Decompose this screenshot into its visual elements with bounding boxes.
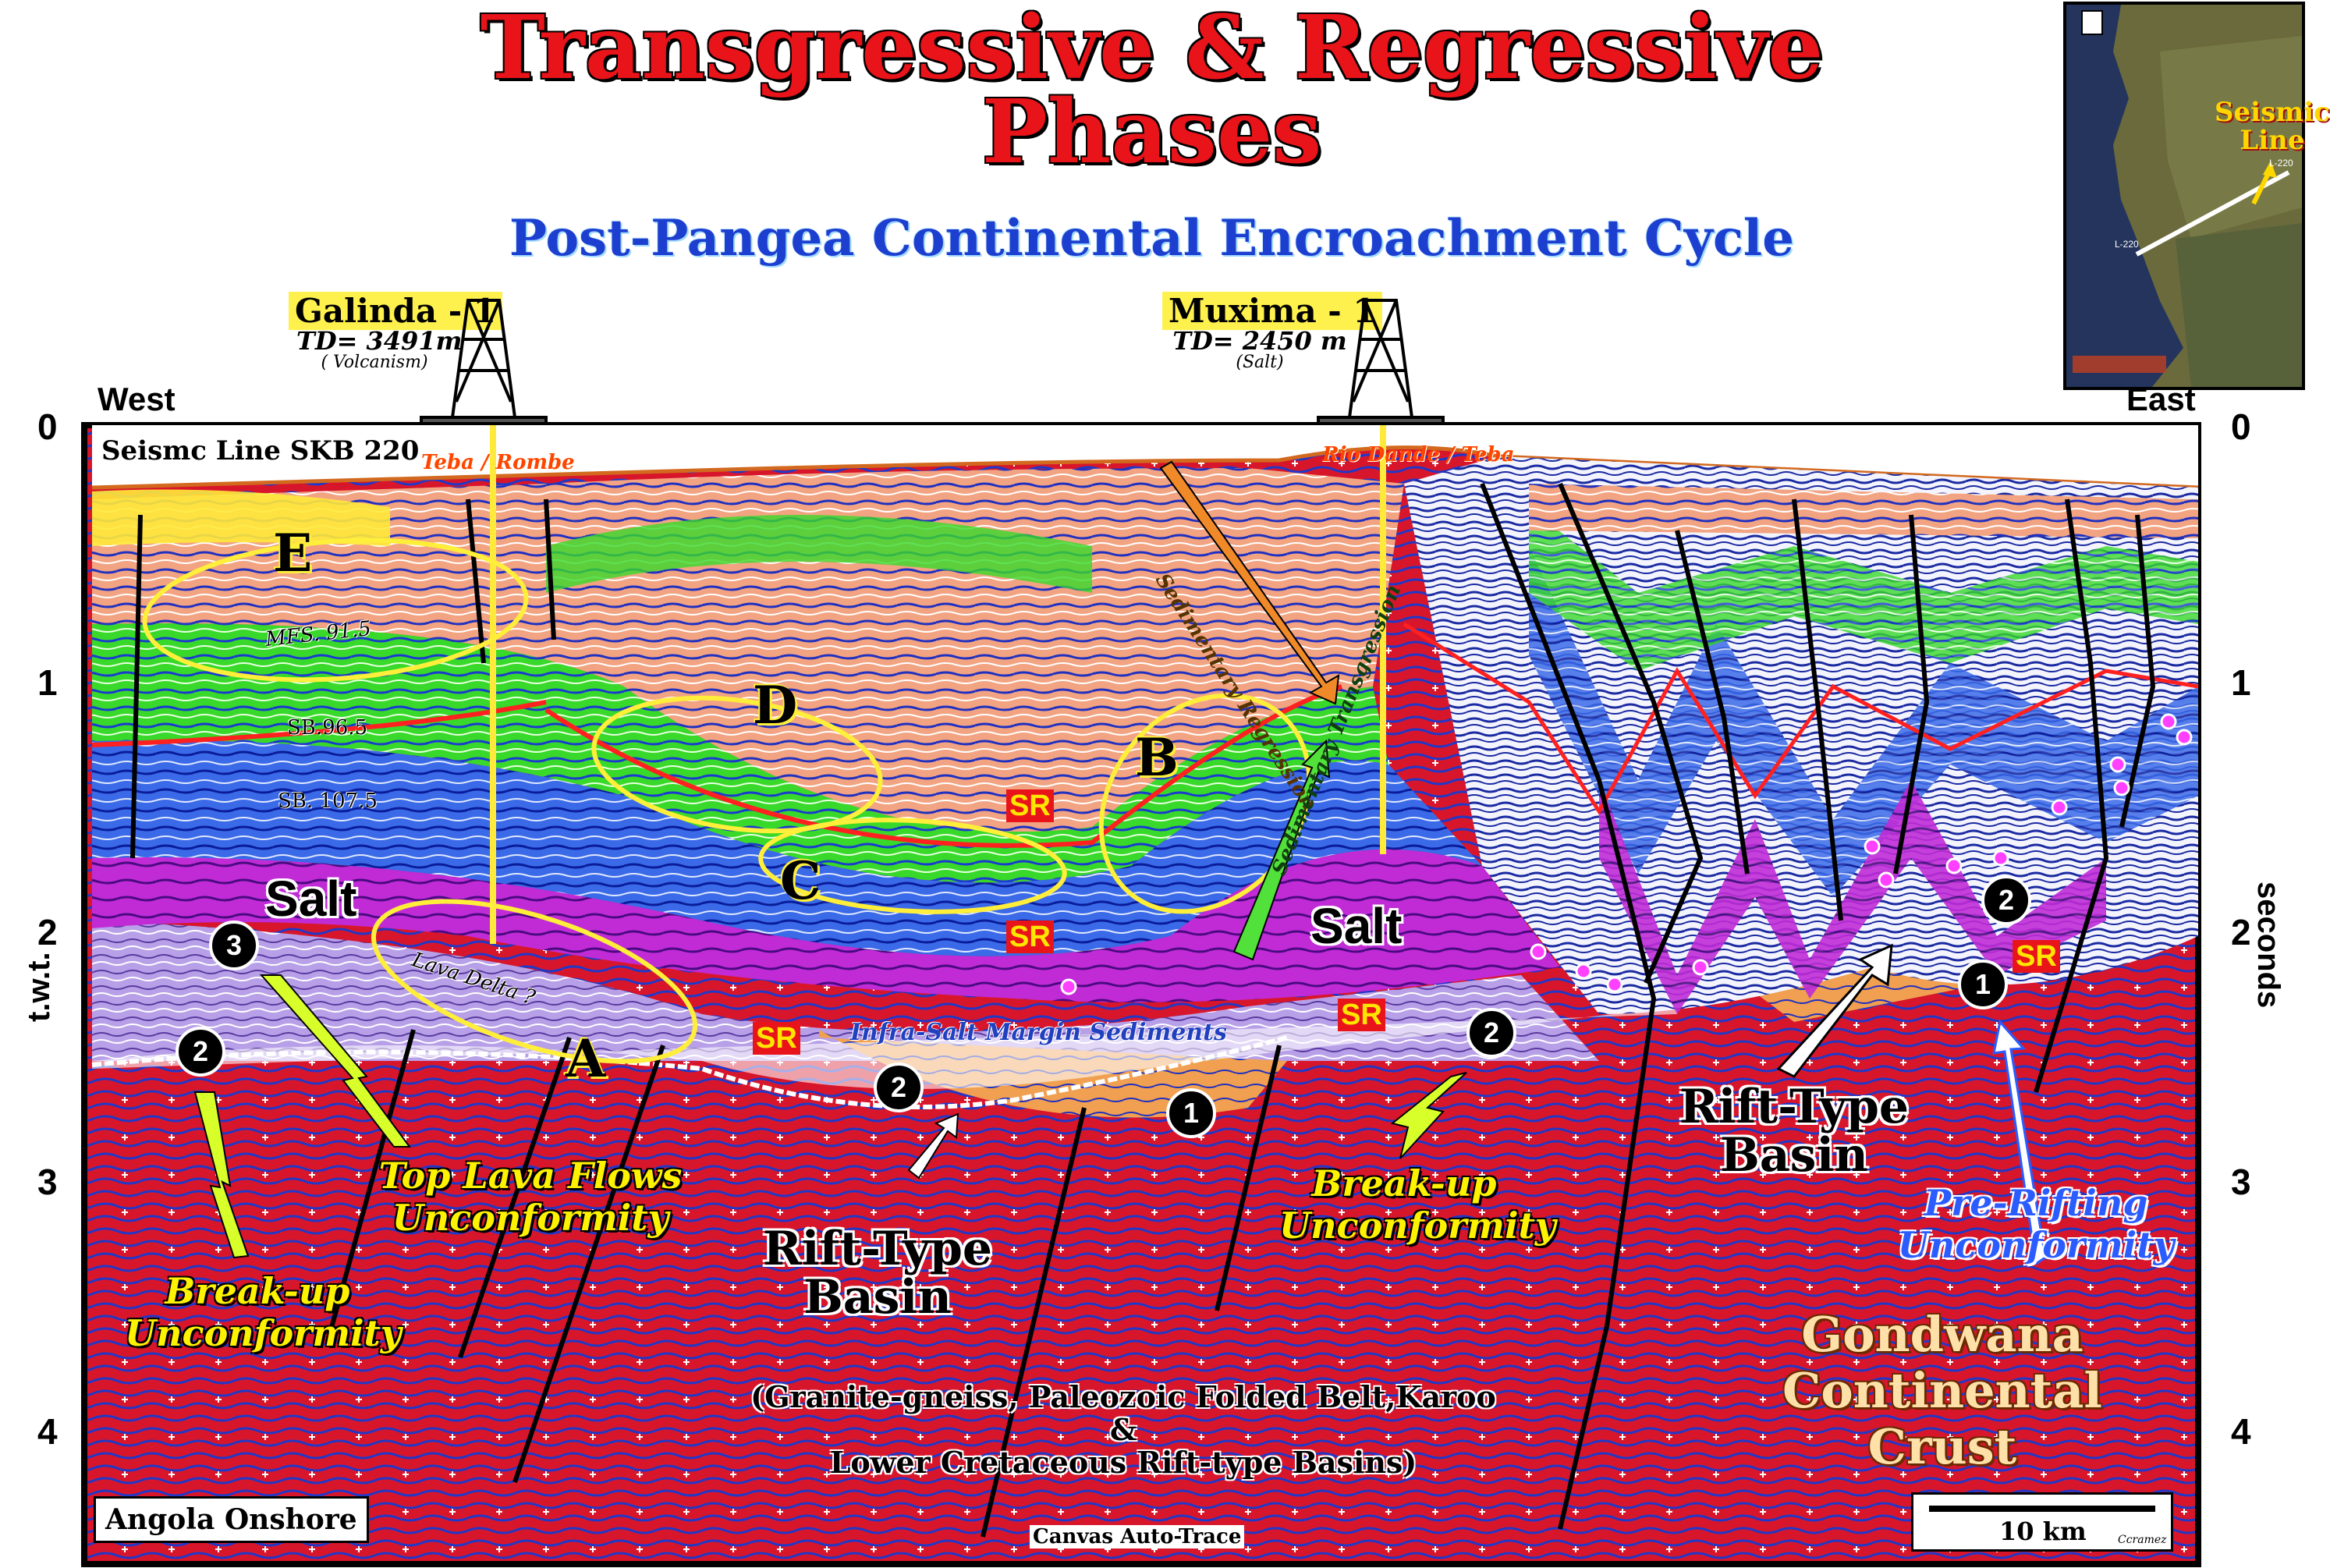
- footer-note: Canvas Auto-Trace: [1030, 1525, 1245, 1548]
- sr-label-4-text: SR: [1338, 999, 1385, 1031]
- well-galinda-td: TD= 3491m: [296, 326, 463, 356]
- sr-label-2-text: SR: [1006, 921, 1054, 953]
- well-muxima-note: (Salt): [1236, 353, 1284, 372]
- sr-label-1-text: SR: [1006, 789, 1054, 822]
- inset-map-west-end: L-220: [2115, 239, 2139, 250]
- basement-description: (Granite-gneiss, Paleozoic Folded Belt,K…: [741, 1381, 1505, 1479]
- page-subtitle: Post-Pangea Continental Encroachment Cyc…: [509, 209, 1794, 268]
- credit-label: Ccramez: [2118, 1534, 2167, 1546]
- pre-rifting-unconformity-label: Pre-Rifting Unconformity: [1897, 1182, 2175, 1266]
- regression-arrow: [1159, 460, 1340, 705]
- left-tick-4: 4: [37, 1411, 58, 1452]
- basement-line-2: &: [1109, 1412, 1137, 1447]
- left-tick-3: 3: [37, 1162, 58, 1202]
- salt-label-west: Salt: [265, 871, 357, 927]
- page-title-line2: Phases: [981, 81, 1322, 183]
- pink-markers: [1060, 713, 2193, 995]
- unconformity-badge-2-west: 2: [176, 1027, 225, 1077]
- postsalt-blue: [92, 740, 1482, 956]
- inset-map-graphic: [2066, 5, 2302, 387]
- basement-line-3: Lower Cretaceous Rift-type Basins): [829, 1445, 1417, 1480]
- horizon-red: [91, 684, 1342, 848]
- sr-label-4: SR: [1338, 999, 1385, 1032]
- infra-salt-label: Infra-Salt Margin Sediments: [850, 1019, 1227, 1046]
- sr-label-1: SR: [1006, 789, 1054, 823]
- breakup-unconformity-east-label: Break-up Unconformity: [1279, 1162, 1556, 1247]
- blue-arrow-pre-rifting: [1992, 1019, 2047, 1266]
- well-galinda-note: ( Volcanism): [321, 353, 428, 372]
- sequence-label-d: D: [753, 675, 798, 736]
- inset-map: Seismic Line L-220 L-220: [2063, 2, 2330, 390]
- right-tick-1: 1: [2231, 662, 2251, 703]
- sequence-label-c: C: [780, 850, 821, 911]
- well-muxima-formation: Rio Dande / Teba: [1322, 443, 1515, 466]
- sr-label-5: SR: [2013, 940, 2060, 974]
- well-muxima-td: TD= 2450 m: [1172, 326, 1347, 356]
- breakup-unconformity-west-label: Break-up Unconformity: [125, 1270, 402, 1354]
- right-tick-4: 4: [2231, 1411, 2251, 1452]
- right-tick-2: 2: [2231, 912, 2251, 953]
- green-layer: [92, 623, 1388, 883]
- salt-layer: [92, 849, 1560, 1002]
- scale-bar-line: [1929, 1506, 2155, 1512]
- inset-map-label: Seismic Line: [2215, 98, 2330, 154]
- section-name: Seismc Line SKB 220: [101, 435, 420, 466]
- east-label: East: [2126, 381, 2196, 417]
- left-tick-2: 2: [37, 912, 58, 953]
- salt-label-east: Salt: [1310, 898, 1403, 954]
- inset-map-label-line1: Seismic: [2215, 97, 2330, 128]
- page-title-line1: Transgressive & Regressive: [480, 0, 1824, 99]
- scale-bar-label: 10 km: [1999, 1517, 2087, 1546]
- lightning-icons: [193, 974, 1467, 1259]
- inset-map-east-end: L-220: [2269, 158, 2293, 169]
- unconformity-badge-3: 3: [209, 921, 259, 970]
- sr-label-2: SR: [1006, 921, 1054, 954]
- horizon-label-sb96: SB.96.5: [287, 716, 368, 740]
- fault-lines: [130, 482, 2156, 1538]
- unconformity-badge-1-mid: 1: [1166, 1088, 1216, 1138]
- white-arrow-rift: [907, 1112, 959, 1180]
- transgression-arrow: [1232, 739, 1331, 961]
- unconformity-badge-2-east: 2: [1466, 1008, 1516, 1058]
- well-muxima-name-text: Muxima - 1: [1162, 292, 1382, 330]
- unconformity-badge-2-mid: 2: [874, 1062, 924, 1112]
- unconformity-badge-2-far-east: 2: [1981, 875, 2031, 925]
- white-arrow-rift-east: [1776, 943, 1893, 1078]
- basement-line-1: (Granite-gneiss, Paleozoic Folded Belt,K…: [750, 1379, 1496, 1414]
- location-box: Angola Onshore: [94, 1496, 369, 1543]
- unconformity-badge-1-east: 1: [1958, 960, 2008, 1009]
- well-galinda-formation: Teba / Rombe: [421, 451, 575, 474]
- sr-label-3-text: SR: [753, 1022, 800, 1055]
- inset-map-label-line2: Line: [2240, 125, 2305, 156]
- rift-basin-west-label: Rift-Type Basin: [762, 1222, 993, 1325]
- scale-bar: 10 km Ccramez: [1911, 1492, 2173, 1552]
- sr-label-5-text: SR: [2013, 940, 2060, 973]
- rift-basin-east-label: Rift-Type Basin: [1679, 1080, 1910, 1183]
- left-tick-1: 1: [37, 662, 58, 703]
- west-label: West: [98, 381, 176, 417]
- horizon-label-sb107: SB. 107.5: [278, 789, 378, 813]
- top-lava-unconformity-label: Top Lava Flows Unconformity: [378, 1155, 683, 1239]
- right-tick-3: 3: [2231, 1162, 2251, 1202]
- left-tick-0: 0: [37, 406, 58, 447]
- well-muxima-name: Muxima - 1: [1162, 292, 1382, 330]
- sequence-label-b: B: [1135, 727, 1179, 788]
- sr-label-3: SR: [753, 1022, 800, 1055]
- topographic-surface: [91, 445, 2199, 490]
- sequence-label-e: E: [273, 523, 313, 584]
- gondwana-crust-label: Gondwana Continental Crust: [1782, 1306, 2102, 1475]
- sequence-label-a: A: [566, 1028, 606, 1089]
- right-tick-0: 0: [2231, 406, 2251, 447]
